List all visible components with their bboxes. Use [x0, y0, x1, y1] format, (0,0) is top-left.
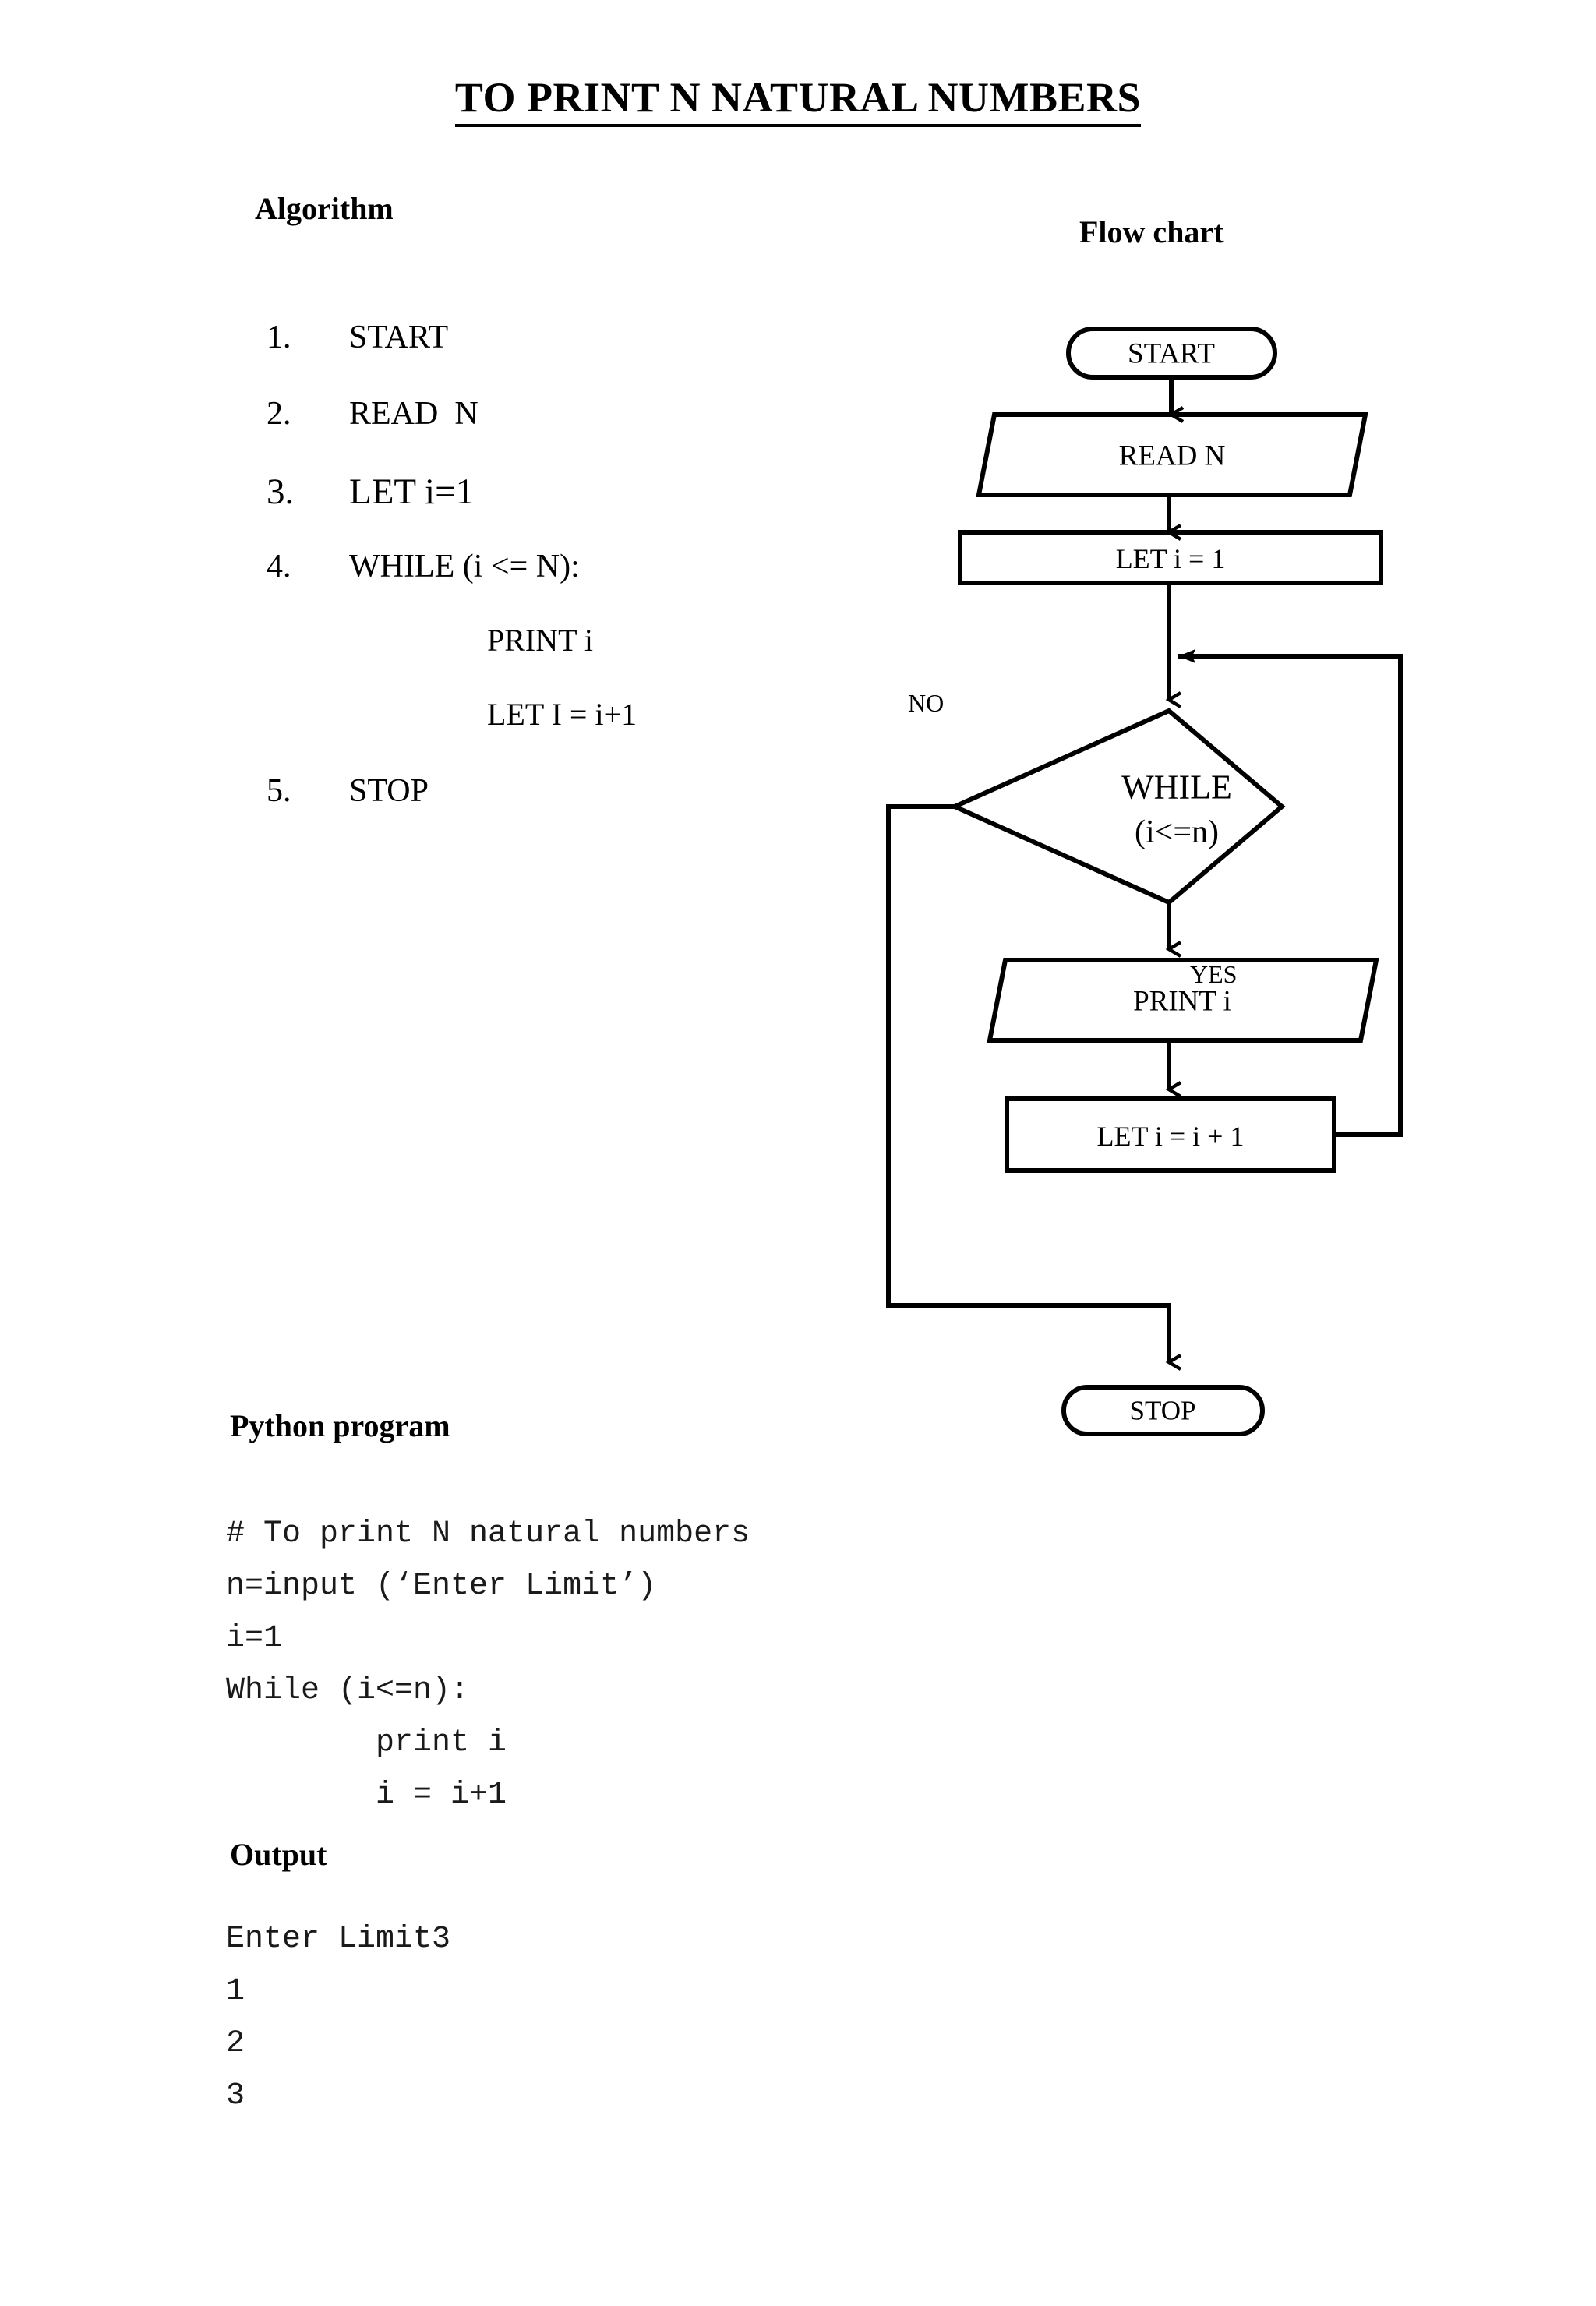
- flowchart-node-read: [976, 412, 1368, 497]
- algorithm-heading: Algorithm: [255, 191, 394, 226]
- algorithm-step: 1. START: [257, 312, 849, 388]
- flowchart-node-print: [987, 958, 1379, 1043]
- flowchart-node-cond-label-line2: (i<=n): [1135, 814, 1219, 850]
- algorithm-step-text: READ N: [349, 396, 478, 432]
- algorithm-step: 3. LET i=1: [257, 464, 849, 541]
- algorithm-step: 4. WHILE (i <= N):: [257, 541, 849, 617]
- flowchart-node-stop: [1061, 1385, 1265, 1436]
- output-heading: Output: [230, 1837, 327, 1872]
- algorithm-step-number: 5.: [267, 773, 291, 809]
- page-title-text: TO PRINT N NATURAL NUMBERS: [454, 74, 1142, 127]
- algorithm-step: 5. STOP: [257, 765, 849, 842]
- algorithm-step-number: 3.: [267, 471, 295, 512]
- algorithm-step-text: START: [349, 320, 449, 355]
- algorithm-step-number: 4.: [267, 549, 291, 584]
- flowchart-node-incr-label: LET i = i + 1: [1097, 1121, 1245, 1152]
- python-program-heading: Python program: [230, 1408, 450, 1443]
- output-text-block: Enter Limit3 1 2 3: [226, 1922, 451, 2114]
- flowchart-edge-label-yes: YES: [1190, 960, 1237, 988]
- flowchart-node-cond-label-line1: WHILE: [1121, 768, 1232, 807]
- flowchart-node-init-label: LET i = 1: [1116, 543, 1226, 574]
- python-code-block: # To print N natural numbers n=input (‘E…: [226, 1517, 750, 1813]
- algorithm-substep-text: LET I = i+1: [487, 697, 637, 732]
- flowchart-node-cond: [948, 708, 1286, 906]
- algorithm-step-text: LET i=1: [349, 471, 475, 512]
- algorithm-step-text: STOP: [349, 773, 429, 809]
- algorithm-substep: PRINT i: [257, 617, 849, 691]
- flowchart-node-print-label: PRINT i: [1133, 986, 1231, 1018]
- flowchart-edge-incr-cond: [1178, 649, 1403, 1137]
- flowchart-node-stop-label: STOP: [1130, 1396, 1196, 1426]
- flowchart-node-start-label: START: [1128, 338, 1215, 370]
- algorithm-step-number: 2.: [267, 396, 291, 432]
- algorithm-step-number: 1.: [267, 320, 291, 355]
- algorithm-substep: LET I = i+1: [257, 691, 849, 765]
- algorithm-step-text: WHILE (i <= N):: [349, 549, 580, 584]
- flowchart-heading: Flow chart: [1079, 214, 1224, 249]
- flowchart-node-read-label: READ N: [1119, 440, 1226, 472]
- flowchart-diagram: START READ N LET i = 1 WHILE (i<=n) PRIN…: [842, 296, 1465, 1465]
- algorithm-substep-text: PRINT i: [487, 623, 593, 658]
- algorithm-list: 1. START 2. READ N 3. LET i=1 4. WHILE (…: [257, 312, 849, 842]
- page-title: TO PRINT N NATURAL NUMBERS: [0, 74, 1596, 127]
- flowchart-edge-cond-stop: [886, 804, 1182, 1371]
- algorithm-step: 2. READ N: [257, 388, 849, 464]
- flowchart-edge-label-no: NO: [908, 689, 944, 717]
